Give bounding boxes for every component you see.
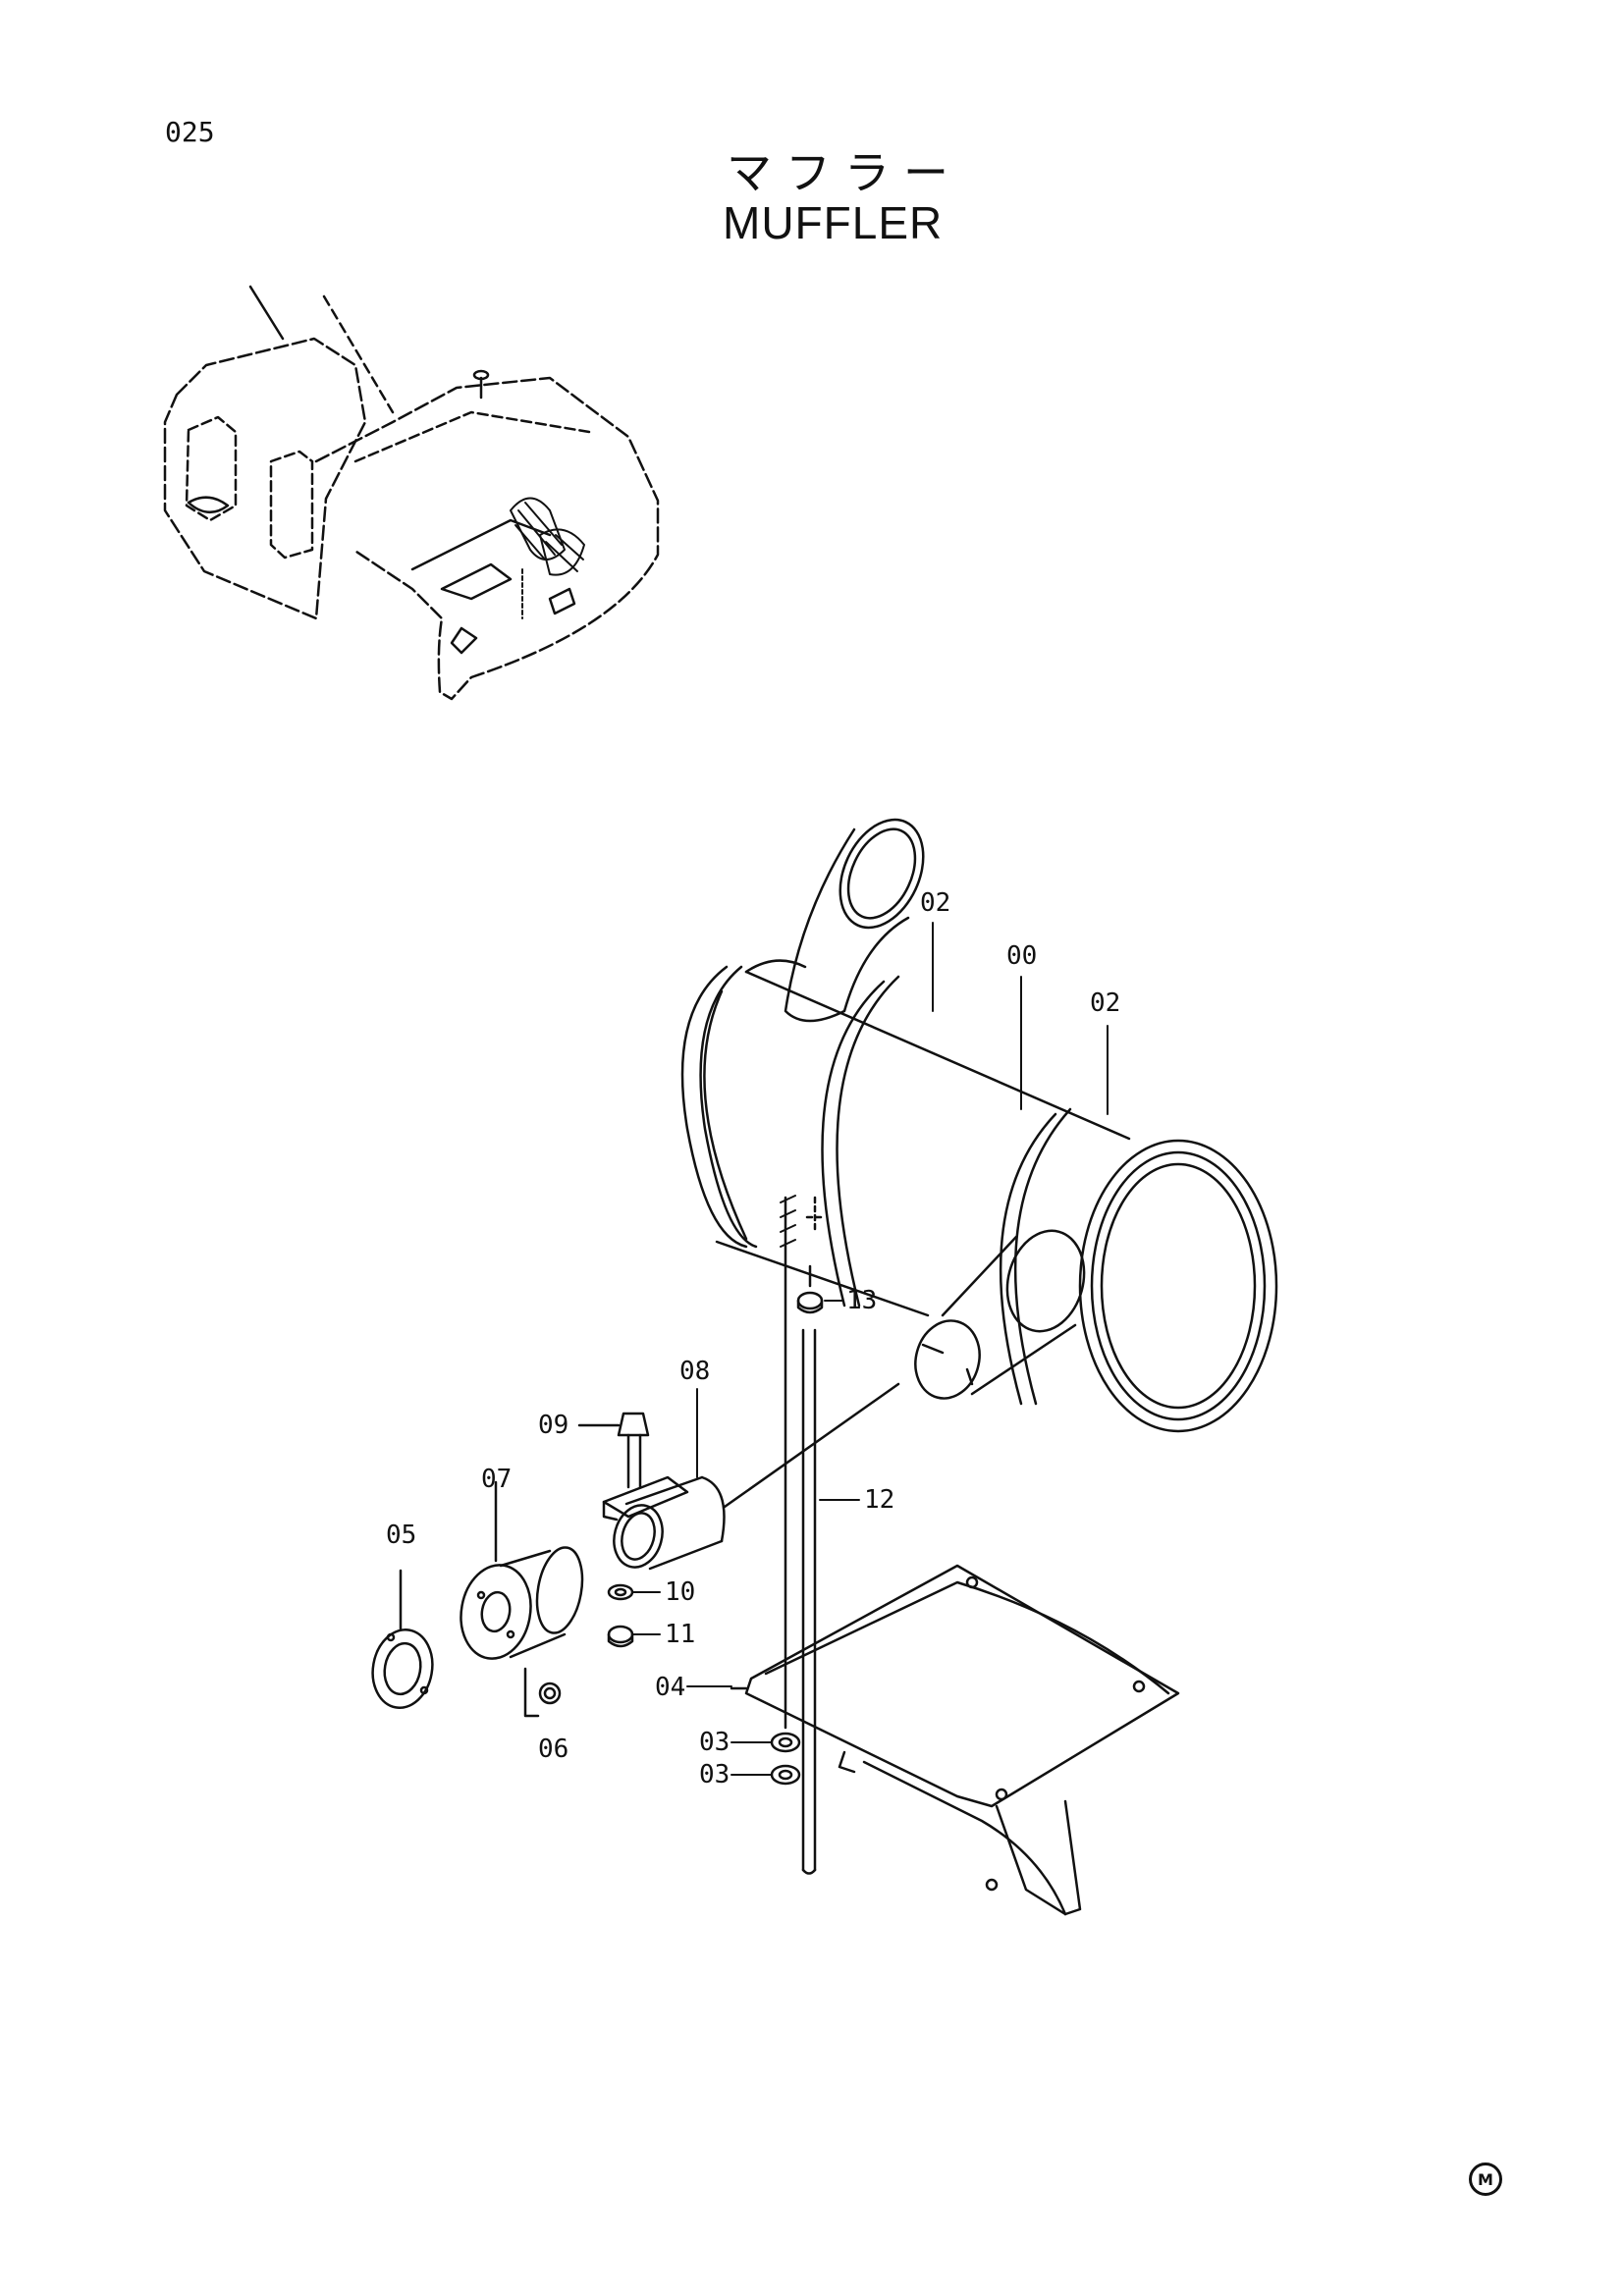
callout-04-bracket: 04 bbox=[655, 1673, 685, 1702]
inlet-pipe bbox=[914, 1229, 1086, 1400]
page-code: 025 bbox=[165, 116, 215, 148]
flange-pipe bbox=[460, 1480, 584, 1660]
nuts-03 bbox=[770, 1732, 801, 1786]
callout-09-bolt: 09 bbox=[538, 1411, 568, 1440]
leader-lines bbox=[632, 922, 1109, 1776]
callout-12-stud: 12 bbox=[864, 1485, 894, 1515]
callout-11-nut: 11 bbox=[665, 1620, 695, 1649]
callout-03-nut-a: 03 bbox=[699, 1728, 730, 1757]
bracket bbox=[730, 1564, 1180, 1916]
callout-02-band: 02 bbox=[1090, 988, 1120, 1018]
callout-08-clamp: 08 bbox=[679, 1357, 710, 1386]
catalog-mark: M bbox=[1469, 2163, 1502, 2196]
callout-13-nut: 13 bbox=[846, 1286, 877, 1315]
callout-03-nut-b: 03 bbox=[699, 1760, 730, 1789]
muffler-body bbox=[680, 959, 1278, 1433]
gasket bbox=[371, 1569, 434, 1709]
callout-02-elbow-band: 02 bbox=[920, 888, 950, 918]
callout-05-gasket: 05 bbox=[386, 1521, 416, 1550]
callout-07-flange-pipe: 07 bbox=[481, 1465, 512, 1494]
nut-06 bbox=[523, 1667, 562, 1718]
callout-00-muffler: 00 bbox=[1006, 941, 1037, 971]
bolt-09 bbox=[577, 1412, 650, 1489]
washer-10 bbox=[607, 1583, 634, 1601]
nut-11 bbox=[607, 1625, 634, 1648]
callout-06-nut: 06 bbox=[538, 1735, 568, 1764]
title-english: MUFFLER bbox=[723, 197, 944, 248]
machine-overview-sketch bbox=[163, 285, 660, 701]
callout-10-washer: 10 bbox=[665, 1577, 695, 1607]
title-japanese: マフラー bbox=[727, 146, 962, 199]
muffler-elbow bbox=[784, 818, 925, 1023]
clamp bbox=[602, 1382, 900, 1571]
nut-13 bbox=[796, 1264, 824, 1314]
